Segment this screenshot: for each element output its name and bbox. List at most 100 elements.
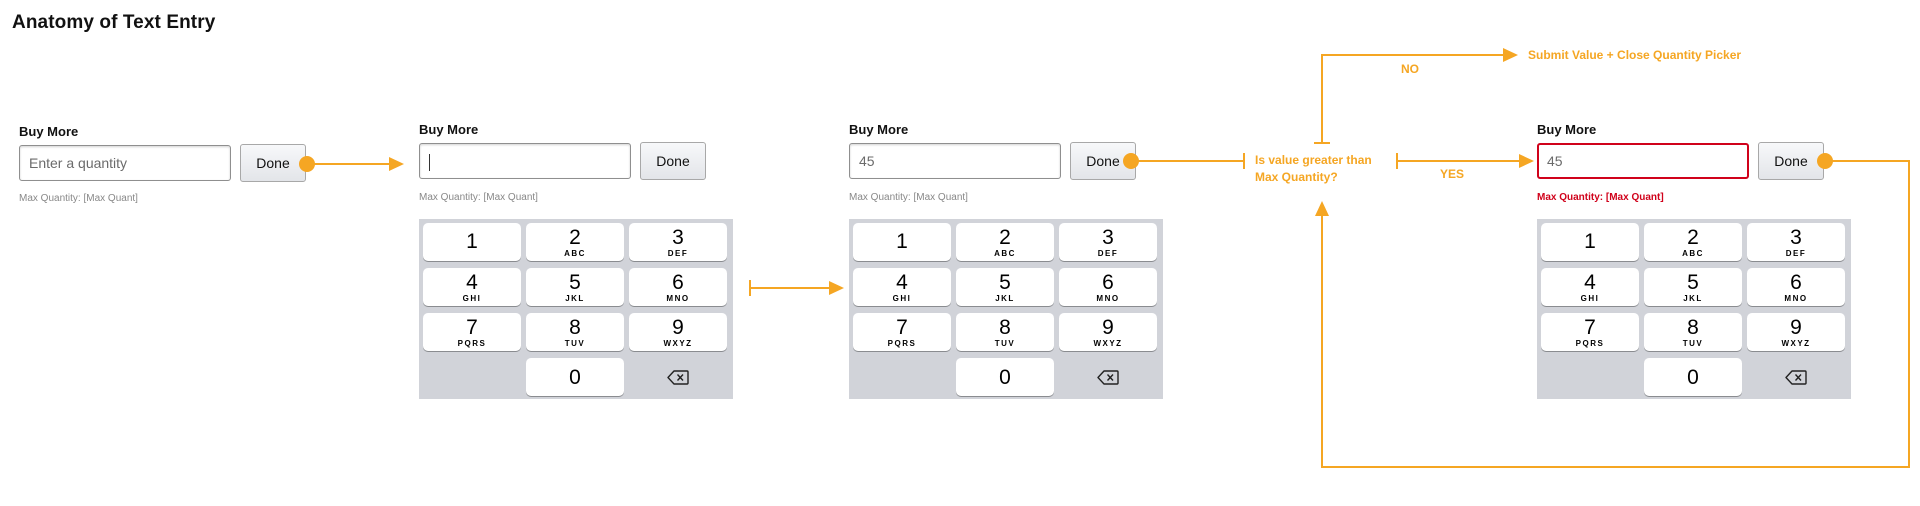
done-button[interactable]: Done (1758, 142, 1824, 180)
done-button[interactable]: Done (1070, 142, 1136, 180)
key-digit: 9 (1102, 316, 1114, 339)
page-title: Anatomy of Text Entry (12, 12, 216, 33)
key-digit: 6 (1102, 271, 1114, 294)
key-letters: TUV (994, 339, 1016, 348)
done-button[interactable]: Done (640, 142, 706, 180)
key-digit: 8 (1687, 316, 1699, 339)
key-digit: 6 (1790, 271, 1802, 294)
key-digit: 2 (1687, 226, 1699, 249)
key-letters: MNO (1784, 294, 1808, 303)
key-digit: 1 (1584, 230, 1596, 253)
max-quantity-note: Max Quantity: [Max Quant] (419, 192, 538, 203)
key-letters: WXYZ (1781, 339, 1811, 348)
key-digit: 1 (896, 230, 908, 253)
backspace-icon[interactable] (1059, 358, 1157, 396)
buy-more-label: Buy More (19, 124, 79, 139)
key-digit: 7 (1584, 316, 1596, 339)
key-digit: 0 (999, 366, 1011, 389)
key-letters: JKL (995, 294, 1015, 303)
max-quantity-note: Max Quantity: [Max Quant] (19, 193, 138, 204)
key-letters: DEF (1097, 249, 1119, 258)
keypad-key-0[interactable]: 0 (1644, 358, 1742, 396)
key-letters: MNO (1096, 294, 1120, 303)
no-branch-label: NO (1401, 62, 1419, 76)
key-digit: 4 (1584, 271, 1596, 294)
key-digit: 6 (672, 271, 684, 294)
key-digit: 5 (1687, 271, 1699, 294)
key-letters: MNO (666, 294, 690, 303)
key-digit: 0 (569, 366, 581, 389)
key-letters: PQRS (887, 339, 917, 348)
key-digit: 3 (1790, 226, 1802, 249)
quantity-input-entered[interactable]: 45 (849, 143, 1061, 179)
done-button[interactable]: Done (240, 144, 306, 182)
keypad-key-1[interactable]: 1 (423, 223, 521, 261)
quantity-input[interactable]: Enter a quantity (19, 145, 231, 181)
key-digit: 2 (569, 226, 581, 249)
key-letters: PQRS (1575, 339, 1605, 348)
key-letters: WXYZ (1093, 339, 1123, 348)
max-quantity-error: Max Quantity: [Max Quant] (1537, 192, 1664, 203)
key-digit: 8 (999, 316, 1011, 339)
key-digit: 3 (1102, 226, 1114, 249)
keypad-key-0[interactable]: 0 (526, 358, 624, 396)
key-letters: JKL (565, 294, 585, 303)
key-digit: 5 (999, 271, 1011, 294)
key-letters: TUV (564, 339, 586, 348)
key-letters: GHI (892, 294, 912, 303)
key-letters: ABC (994, 249, 1016, 258)
key-digit: 3 (672, 226, 684, 249)
key-letters: GHI (462, 294, 482, 303)
buy-more-label: Buy More (1537, 122, 1597, 137)
text-caret (429, 153, 430, 171)
key-digit: 2 (999, 226, 1011, 249)
key-digit: 4 (896, 271, 908, 294)
keypad-key-1[interactable]: 1 (853, 223, 951, 261)
quantity-input-focused[interactable] (419, 143, 631, 179)
keypad-key-1[interactable]: 1 (1541, 223, 1639, 261)
key-digit: 9 (1790, 316, 1802, 339)
key-digit: 0 (1687, 366, 1699, 389)
keypad-key-0[interactable]: 0 (956, 358, 1054, 396)
key-digit: 8 (569, 316, 581, 339)
quantity-input-error[interactable]: 45 (1537, 143, 1749, 179)
key-digit: 4 (466, 271, 478, 294)
buy-more-label: Buy More (849, 122, 909, 137)
key-letters: WXYZ (663, 339, 693, 348)
key-letters: ABC (1682, 249, 1704, 258)
key-digit: 9 (672, 316, 684, 339)
backspace-icon[interactable] (629, 358, 727, 396)
backspace-icon[interactable] (1747, 358, 1845, 396)
key-letters: ABC (564, 249, 586, 258)
key-digit: 7 (466, 316, 478, 339)
submit-close-label: Submit Value + Close Quantity Picker (1528, 48, 1742, 62)
